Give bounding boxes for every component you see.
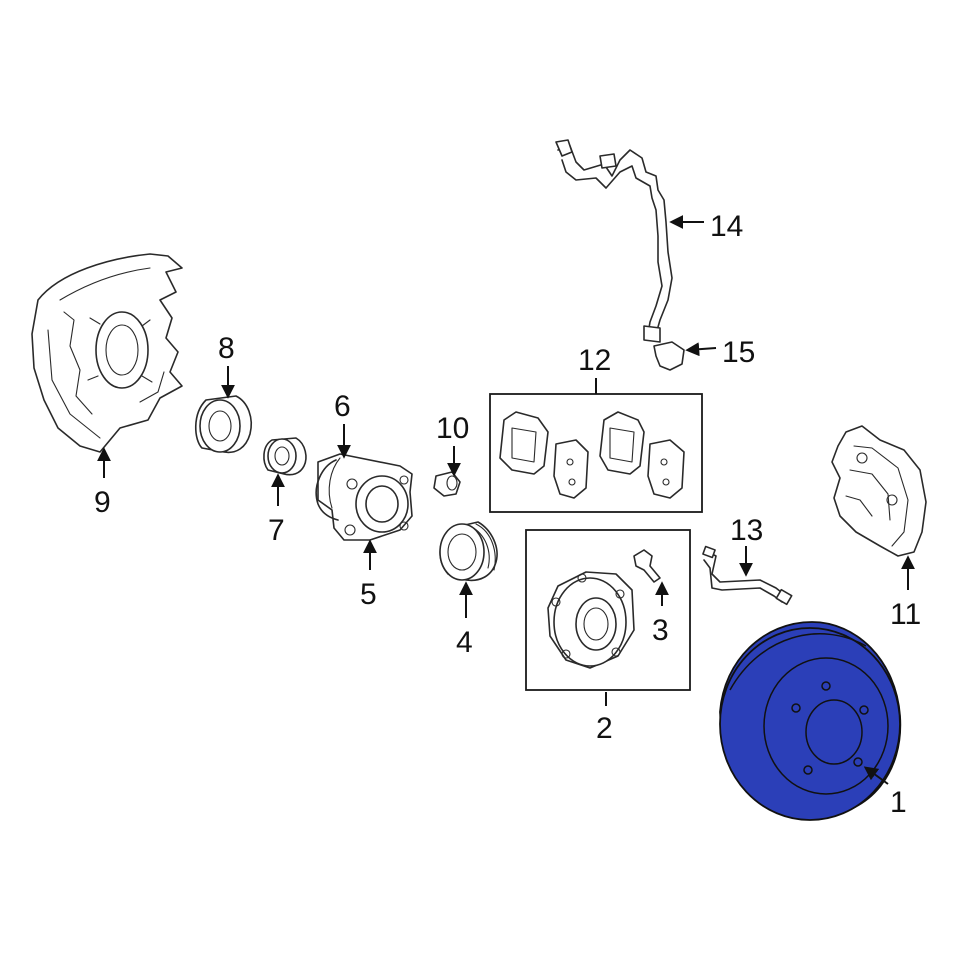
callout-13: 13 [730, 514, 763, 547]
part-15-abs-sensor[interactable] [653, 341, 685, 371]
leader-15 [685, 342, 717, 357]
part-7-bearing[interactable] [263, 437, 307, 476]
part-3-hub-bolt[interactable] [633, 549, 661, 583]
callout-11: 11 [890, 598, 921, 631]
part-5-knuckle-hub[interactable] [317, 453, 413, 541]
callout-2: 2 [596, 712, 613, 745]
part-9-dust-shield[interactable] [31, 253, 183, 453]
callout-8: 8 [218, 332, 235, 365]
part-1-brake-rotor[interactable] [719, 621, 902, 821]
callout-15: 15 [722, 336, 755, 369]
callout-leaders [97, 215, 915, 785]
part-2-wheel-hub[interactable] [547, 571, 635, 669]
part-4-bearing[interactable] [439, 521, 498, 582]
callout-3: 3 [652, 614, 669, 647]
callout-6: 6 [334, 390, 351, 423]
part-13-brake-hose[interactable] [702, 545, 793, 606]
part-12-brake-pads[interactable] [499, 411, 685, 499]
callout-5: 5 [360, 578, 377, 611]
part-11-caliper[interactable] [831, 425, 927, 557]
part-10-bolt[interactable] [433, 471, 461, 497]
leader-1 [863, 766, 889, 785]
part-6-snap-ring[interactable] [315, 457, 341, 521]
part-8-seal[interactable] [194, 395, 252, 454]
callout-4: 4 [456, 626, 473, 659]
callout-14: 14 [710, 210, 743, 243]
callout-12: 12 [578, 344, 611, 377]
callout-10: 10 [436, 412, 469, 445]
callout-labels: 1 2 3 4 5 6 7 8 9 10 11 12 13 14 15 [94, 210, 921, 819]
part-2-frame [525, 529, 691, 691]
callout-7: 7 [268, 514, 285, 547]
callout-9: 9 [94, 486, 111, 519]
part-14-sensor-wire[interactable] [555, 139, 673, 343]
callout-1: 1 [890, 786, 907, 819]
